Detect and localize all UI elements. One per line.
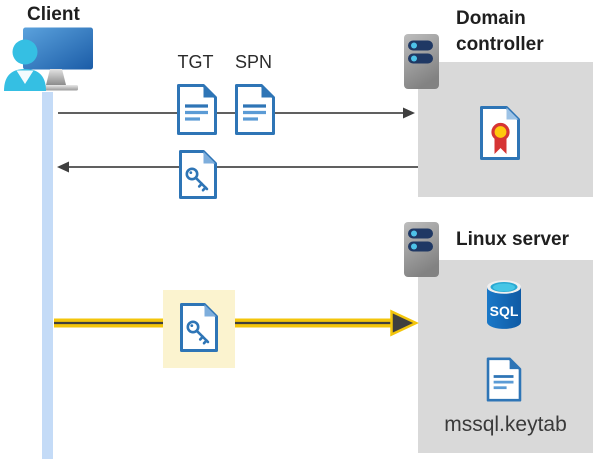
monitor-base: [42, 85, 78, 91]
client-to-dc-arrow: [58, 107, 415, 119]
domain-controller-title: Domain controller: [456, 8, 544, 55]
client-to-linux-arrow: [54, 309, 419, 337]
key-glyph: [185, 167, 209, 192]
dc-to-client-arrow: [57, 161, 418, 173]
tgt-document-icon: [177, 84, 217, 135]
monitor-icon: [23, 27, 93, 70]
server-icon: [404, 34, 439, 89]
monitor-stand: [46, 69, 66, 85]
certificate-icon: [480, 106, 520, 160]
spn-document-icon: [235, 84, 275, 135]
user-collar: [16, 70, 34, 84]
client-computer-user-icon: [4, 27, 93, 91]
user-head: [12, 39, 38, 65]
linux-server-title: Linux server: [456, 229, 569, 250]
tgt-label: TGT: [177, 52, 214, 72]
keytab-document-icon: [486, 357, 522, 402]
spn-label: SPN: [234, 52, 272, 72]
key-ticket-document-icon: [180, 303, 218, 352]
client-title: Client: [27, 4, 80, 25]
key-ticket-document-icon: [179, 150, 217, 199]
key-glyph: [186, 320, 210, 345]
sql-database-icon: SQL: [487, 280, 521, 329]
sql-label: SQL: [490, 303, 519, 319]
server-icon: [404, 222, 439, 277]
keytab-filename: mssql.keytab: [444, 413, 567, 436]
client-lifeline: [42, 92, 53, 459]
seal: [491, 122, 510, 142]
